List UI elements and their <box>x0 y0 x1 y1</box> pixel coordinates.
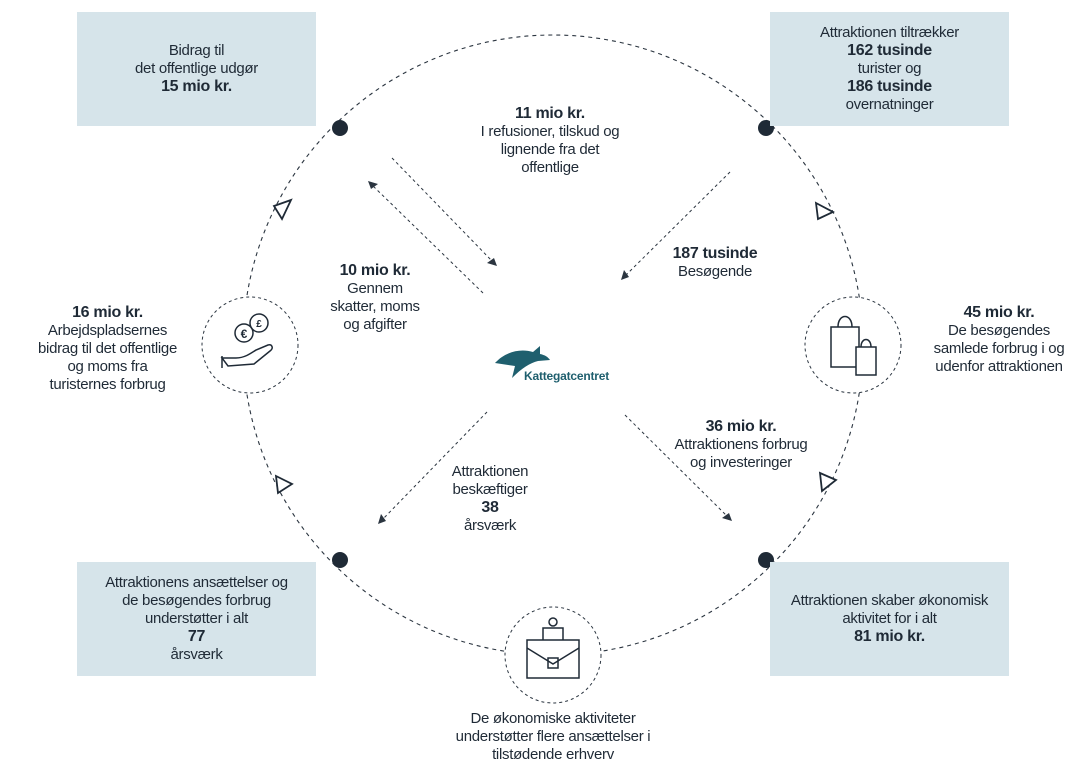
arrow-spending <box>624 414 729 518</box>
visitors-line1: Besøgende <box>677 263 753 280</box>
logo-shark-icon <box>495 346 550 378</box>
employment-line1: Attraktionen <box>451 463 529 480</box>
workplace-line1: Arbejdspladsernes <box>47 322 168 339</box>
node-top-left <box>332 120 348 136</box>
label-taxes: 10 mio kr. Gennem skatter, moms og afgif… <box>310 262 440 334</box>
visitor-spending-value: 45 mio kr. <box>963 304 1035 321</box>
arrowhead-top-left <box>272 198 293 221</box>
svg-text:€: € <box>241 327 248 341</box>
box-br-value: 81 mio kr. <box>854 628 925 645</box>
arrowhead-right-lower <box>818 471 838 493</box>
svg-text:£: £ <box>256 319 262 330</box>
caption-bottom: De økonomiske aktiviteter understøtter f… <box>433 710 673 764</box>
node-bottom-left <box>332 552 348 568</box>
box-tr-line3: overnatninger <box>845 96 934 113</box>
box-tr-line2: turister og <box>857 60 922 77</box>
caption-line2: understøtter flere ansættelser i <box>455 728 651 745</box>
coins-hand-icon <box>220 313 273 368</box>
box-br-line1: Attraktionen skaber økonomisk <box>790 592 989 609</box>
label-employment: Attraktionen beskæftiger 38 årsværk <box>430 463 550 535</box>
logo-text: Kattegatcentret <box>524 369 610 383</box>
label-visitor-spending: 45 mio kr. De besøgendes samlede forbrug… <box>910 304 1088 376</box>
box-bl-value: 77 <box>187 628 206 645</box>
box-bl-line4: årsværk <box>170 646 223 663</box>
arrowhead-left-lower <box>274 474 294 495</box>
refunds-line2: lignende fra det <box>500 141 600 158</box>
visitor-spending-line1: De besøgendes <box>947 322 1050 339</box>
attraction-spending-value: 36 mio kr. <box>705 418 777 435</box>
shopping-bags-icon <box>830 315 877 376</box>
icon-ring-left <box>201 296 299 394</box>
box-tl-value: 15 mio kr. <box>161 78 232 95</box>
employment-value: 38 <box>481 499 499 516</box>
refunds-line3: offentlige <box>521 159 579 176</box>
workplace-line3: og moms fra <box>67 358 148 375</box>
box-economic-activity: Attraktionen skaber økonomisk aktivitet … <box>770 562 1009 676</box>
box-bl-line2: de besøgendes forbrug <box>122 592 271 609</box>
box-tourists: Attraktionen tiltrækker 162 tusinde turi… <box>770 12 1009 126</box>
workplace-value: 16 mio kr. <box>72 304 143 321</box>
taxes-line1: Gennem <box>347 280 403 297</box>
icon-ring-right <box>804 296 902 394</box>
label-refunds: 11 mio kr. I refusioner, tilskud og lign… <box>460 105 640 177</box>
visitors-value: 187 tusinde <box>672 245 758 262</box>
visitor-spending-line2: samlede forbrug i og <box>933 340 1065 357</box>
label-visitors: 187 tusinde Besøgende <box>650 245 780 281</box>
box-tr-line1: Attraktionen tiltrækker <box>820 24 959 41</box>
briefcase-icon <box>526 617 580 679</box>
box-tr-value1: 162 tusinde <box>847 42 932 59</box>
taxes-line3: og afgifter <box>343 316 407 333</box>
attraction-spending-line2: og investeringer <box>690 454 792 471</box>
box-tl-line2: det offentlige udgør <box>135 60 258 77</box>
box-br-line2: aktivitet for i alt <box>842 610 937 627</box>
employment-line2: beskæftiger <box>452 481 528 498</box>
box-employment-total: Attraktionens ansættelser og de besøgend… <box>77 562 316 676</box>
box-tl-line1: Bidrag til <box>168 42 225 59</box>
caption-line3: tilstødende erhverv <box>492 746 614 763</box>
attraction-spending-line1: Attraktionens forbrug <box>674 436 808 453</box>
label-workplace-contribution: 16 mio kr. Arbejdspladsernes bidrag til … <box>20 304 195 394</box>
taxes-value: 10 mio kr. <box>339 262 411 279</box>
box-bl-line3: understøtter i alt <box>145 610 248 627</box>
taxes-line2: skatter, moms <box>330 298 420 315</box>
icon-ring-bottom <box>504 606 602 704</box>
workplace-line4: turisternes forbrug <box>49 376 166 393</box>
box-public-contribution: Bidrag til det offentlige udgør 15 mio k… <box>77 12 316 126</box>
arrow-refunds <box>391 157 494 263</box>
arrow-visitors <box>624 171 731 277</box>
box-tr-value2: 186 tusinde <box>847 78 932 95</box>
workplace-line2: bidrag til det offentlige <box>38 340 177 357</box>
arrow-employment <box>381 411 488 521</box>
refunds-value: 11 mio kr. <box>515 105 585 122</box>
visitor-spending-line3: udenfor attraktionen <box>935 358 1063 375</box>
refunds-line1: I refusioner, tilskud og <box>480 123 620 140</box>
caption-line1: De økonomiske aktiviteter <box>470 710 636 727</box>
arrow-taxes <box>371 184 484 294</box>
label-attraction-spending: 36 mio kr. Attraktionens forbrug og inve… <box>650 418 832 472</box>
employment-line3: årsværk <box>463 517 517 534</box>
box-bl-line1: Attraktionens ansættelser og <box>105 574 288 591</box>
arrowhead-top-right <box>814 201 836 221</box>
